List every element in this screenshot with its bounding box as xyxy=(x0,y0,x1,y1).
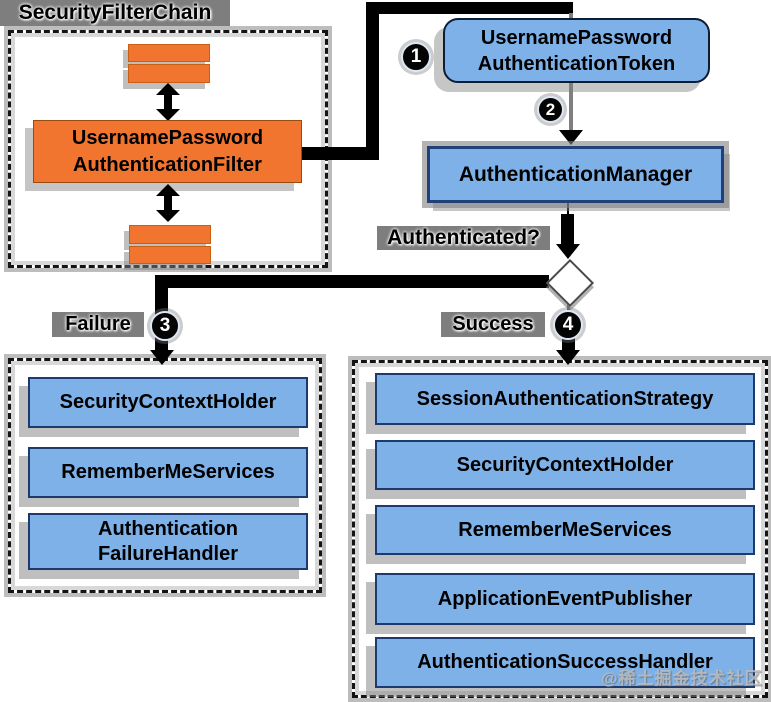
security-context-holder-node: SecurityContextHolder xyxy=(28,377,308,428)
connector-up xyxy=(366,2,379,160)
filter-stub-bar xyxy=(129,246,211,264)
username-password-authentication-filter-node: UsernamePassword AuthenticationFilter xyxy=(33,120,302,183)
arrowhead-into-manager xyxy=(559,130,583,145)
filter-stub-bar xyxy=(128,64,210,83)
double-arrow-icon xyxy=(156,83,180,121)
connector-into-token xyxy=(569,13,573,20)
authentication-failure-handler-node: Authentication FailureHandler xyxy=(28,513,308,570)
failure-label: Failure xyxy=(52,312,144,337)
remember-me-services-node: RememberMeServices xyxy=(28,447,308,498)
connector-manager-thin xyxy=(567,200,569,216)
step-3-badge: 3 xyxy=(150,311,180,341)
node-label-line: SecurityContextHolder xyxy=(59,391,277,413)
step-2-badge: 2 xyxy=(537,96,564,123)
arrowhead-into-diamond xyxy=(556,244,580,259)
application-event-publisher-node: ApplicationEventPublisher xyxy=(375,573,755,625)
arrowhead-into-failure xyxy=(150,350,174,365)
node-label-line: ApplicationEventPublisher xyxy=(437,587,693,610)
filter-stub-bar xyxy=(128,44,210,62)
arrowhead-into-success xyxy=(556,350,580,365)
node-label-line: SessionAuthenticationStrategy xyxy=(416,387,714,410)
authentication-success-handler-node: AuthenticationSuccessHandler xyxy=(375,637,755,688)
node-label-line: AuthenticationSuccessHandler xyxy=(417,651,713,673)
node-label-line: AuthenticationManager xyxy=(458,163,693,186)
authenticated-label: Authenticated? xyxy=(377,226,550,250)
node-label-line: UsernamePassword xyxy=(71,126,264,149)
username-password-authentication-token-node: UsernamePassword AuthenticationToken xyxy=(443,18,710,83)
node-label-line: RememberMeServices xyxy=(61,461,275,483)
step-4-badge: 4 xyxy=(553,310,583,340)
success-label: Success xyxy=(441,312,545,337)
node-label-line: Authentication xyxy=(98,517,238,540)
session-authentication-strategy-node: SessionAuthenticationStrategy xyxy=(375,373,755,425)
connector-success-thick xyxy=(562,338,575,352)
connector-token-to-manager xyxy=(569,83,573,132)
authentication-manager-node: AuthenticationManager xyxy=(427,146,724,203)
remember-me-services-node: RememberMeServices xyxy=(375,505,755,555)
connector-manager-thick xyxy=(561,214,574,246)
filter-stub-bar xyxy=(129,225,211,244)
connector-failure-horizontal xyxy=(157,275,549,288)
node-label-line: SecurityContextHolder xyxy=(456,453,674,476)
double-arrow-icon xyxy=(156,184,180,222)
node-label-line: FailureHandler xyxy=(97,542,239,565)
node-label-line: AuthenticationFilter xyxy=(73,153,262,176)
watermark: @稀土掘金技术社区 xyxy=(601,669,763,688)
connector-top xyxy=(366,2,573,14)
node-label-line: AuthenticationToken xyxy=(477,52,676,75)
decision-diamond xyxy=(545,258,595,308)
node-label-line: RememberMeServices xyxy=(458,518,672,541)
security-filter-chain-title: SecurityFilterChain xyxy=(0,0,230,26)
security-context-holder-node: SecurityContextHolder xyxy=(375,440,755,490)
step-1-badge: 1 xyxy=(401,42,431,72)
node-label-line: UsernamePassword xyxy=(480,26,673,49)
connector-filter-right xyxy=(300,147,379,160)
